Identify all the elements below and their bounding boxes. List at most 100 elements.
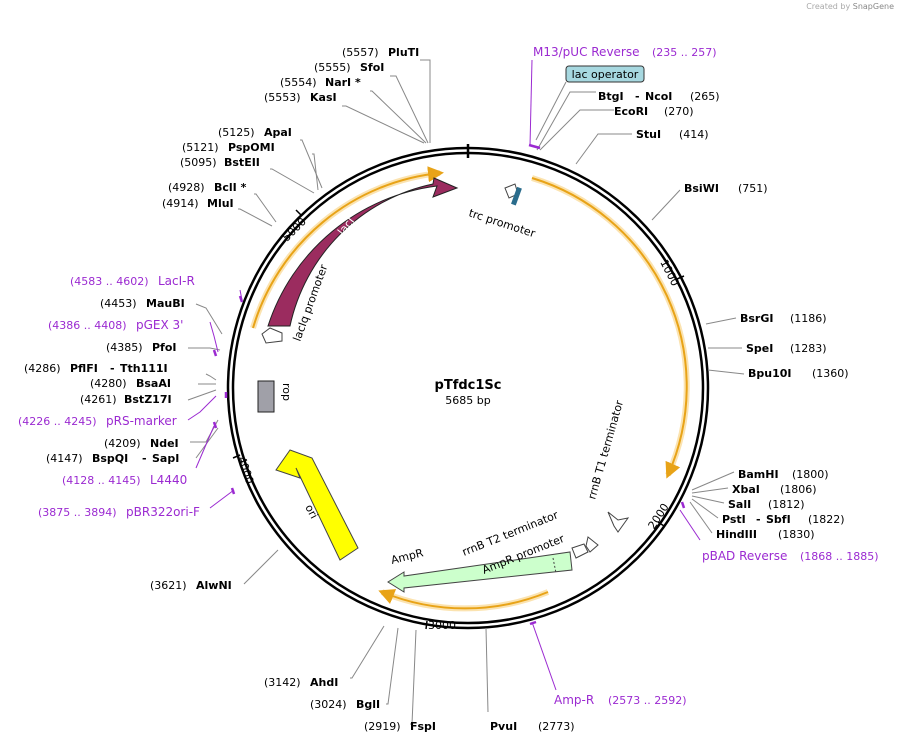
enzyme-maubi-name[interactable]: MauBI bbox=[146, 297, 185, 310]
primer-tick-pbad bbox=[680, 501, 686, 509]
enzyme-xbai-name[interactable]: XbaI bbox=[732, 483, 760, 496]
primer-pbr322-range: (3875 .. 3894) bbox=[38, 506, 117, 519]
enzyme-bamhi-name[interactable]: BamHI bbox=[738, 468, 779, 481]
enzyme-stui-pos: (414) bbox=[679, 128, 709, 141]
leader-bpu10i bbox=[707, 369, 745, 375]
tick-3000-mark bbox=[425, 620, 428, 630]
laciq-promoter-arrow bbox=[261, 327, 283, 344]
leader-psti bbox=[691, 498, 719, 519]
enzyme-pspomi-name[interactable]: PspOMI bbox=[228, 141, 275, 154]
enzyme-ncoi-name[interactable]: NcoI bbox=[645, 90, 672, 103]
primer-pbad-name[interactable]: pBAD Reverse bbox=[702, 549, 787, 563]
ampr-promoter-divider bbox=[552, 557, 557, 574]
rrnb-t1-label: rrnB T1 terminator bbox=[585, 398, 626, 500]
lac-operator-box[interactable] bbox=[565, 65, 645, 83]
leader-ndei bbox=[190, 419, 219, 443]
rop-feature[interactable] bbox=[257, 380, 275, 413]
leader-pluti bbox=[420, 59, 431, 143]
primer-leader-m13 bbox=[529, 59, 533, 147]
primer-laci-r-name[interactable]: LacI-R bbox=[158, 274, 195, 288]
enzyme-bsrgi-name[interactable]: BsrGI bbox=[740, 312, 773, 325]
enzyme-spei-name[interactable]: SpeI bbox=[746, 342, 773, 355]
enzyme-hindiii-name[interactable]: HindIII bbox=[716, 528, 757, 541]
enzyme-bgli-name[interactable]: BglI bbox=[356, 698, 380, 711]
enzyme-sfoi-name[interactable]: SfoI bbox=[360, 61, 384, 74]
ampr-label: AmpR bbox=[390, 546, 425, 567]
enzyme-xbai-pos: (1806) bbox=[780, 483, 817, 496]
primer-m13-name[interactable]: M13/pUC Reverse bbox=[533, 45, 640, 59]
enzyme-spei-pos: (1283) bbox=[790, 342, 827, 355]
enzyme-pflfi-name[interactable]: PflFI bbox=[70, 362, 98, 375]
enzyme-pluti-name[interactable]: PluTI bbox=[388, 46, 419, 59]
enzyme-bpu10i-name[interactable]: Bpu10I bbox=[748, 367, 792, 380]
laci-feature[interactable] bbox=[267, 177, 459, 327]
enzyme-bspqi-name[interactable]: BspQI bbox=[92, 452, 128, 465]
trc-promoter-label: trc promoter bbox=[467, 206, 537, 240]
enzyme-bcli-name[interactable]: BclI * bbox=[214, 181, 247, 194]
tick-4000-mark bbox=[232, 454, 241, 459]
enzyme-bstz17i-name[interactable]: BstZ17I bbox=[124, 393, 172, 406]
ori-label: ori bbox=[302, 502, 320, 521]
enzyme-pvui-name[interactable]: PvuI bbox=[490, 720, 517, 733]
leader-bsiwi bbox=[651, 189, 681, 221]
enzyme-ndei-name[interactable]: NdeI bbox=[150, 437, 179, 450]
leader-alwni bbox=[243, 549, 279, 585]
enzyme-pfoi-name[interactable]: PfoI bbox=[152, 341, 177, 354]
primer-leader-pbr322 bbox=[209, 489, 235, 509]
enzyme-btgi-pos: (265) bbox=[690, 90, 720, 103]
ampr-feature[interactable] bbox=[387, 551, 573, 593]
primer-pgex3-name[interactable]: pGEX 3' bbox=[136, 318, 183, 332]
primer-leader-pbad bbox=[679, 509, 701, 541]
tick-5000-mark bbox=[295, 209, 303, 217]
orf-arc-1 bbox=[531, 177, 688, 479]
orf-arc-2 bbox=[378, 589, 549, 610]
enzyme-nari-pos: (5554) bbox=[280, 76, 317, 89]
enzyme-tth111i-name[interactable]: Tth111I bbox=[120, 362, 168, 375]
primer-labels: M13/pUC Reverse (235 .. 257) (4583 .. 46… bbox=[18, 45, 879, 707]
enzyme-btgi-name[interactable]: BtgI bbox=[598, 90, 624, 103]
enzyme-bsaai-name[interactable]: BsaAI bbox=[136, 377, 171, 390]
tick-4000: 4000 bbox=[235, 455, 256, 486]
enzyme-psti-name[interactable]: PstI bbox=[722, 513, 746, 526]
ampr-promoter-arrow bbox=[571, 543, 589, 559]
enzyme-kasi-name[interactable]: KasI bbox=[310, 91, 337, 104]
enzyme-btgi-dash: - bbox=[635, 90, 640, 103]
enzyme-pflfi-pos: (4286) bbox=[24, 362, 61, 375]
orf-arcs bbox=[250, 166, 690, 612]
primer-prs-name[interactable]: pRS-marker bbox=[106, 414, 177, 428]
enzyme-stui-name[interactable]: StuI bbox=[636, 128, 661, 141]
enzyme-fspi-name[interactable]: FspI bbox=[410, 720, 436, 733]
leader-fspi bbox=[410, 629, 417, 725]
enzyme-pvui-pos: (2773) bbox=[538, 720, 575, 733]
enzyme-bsaai-pos: (4280) bbox=[90, 377, 127, 390]
plasmid-name: pTfdc1Sc bbox=[435, 378, 502, 393]
enzyme-bspqi-dash: - bbox=[142, 452, 147, 465]
enzyme-kasi-pos: (5553) bbox=[264, 91, 301, 104]
enzyme-ecori-name[interactable]: EcoRI bbox=[614, 105, 648, 118]
enzyme-mlui-name[interactable]: MluI bbox=[207, 197, 234, 210]
primer-l4440-name[interactable]: L4440 bbox=[150, 473, 187, 487]
leader-pfoi bbox=[188, 347, 221, 351]
ori-feature[interactable] bbox=[275, 449, 359, 561]
leader-bsrgi bbox=[705, 317, 737, 325]
enzyme-sapi-name[interactable]: SapI bbox=[152, 452, 179, 465]
enzyme-nari-name[interactable]: NarI * bbox=[325, 76, 361, 89]
primer-tick-ampr bbox=[529, 620, 537, 626]
enzyme-apai-name[interactable]: ApaI bbox=[264, 126, 292, 139]
leader-btgi bbox=[536, 91, 596, 151]
enzyme-sali-name[interactable]: SalI bbox=[728, 498, 751, 511]
enzyme-bsiwi-pos: (751) bbox=[738, 182, 768, 195]
leader-lines bbox=[187, 59, 745, 725]
primer-ampr-name[interactable]: Amp-R bbox=[554, 693, 594, 707]
enzyme-alwni-pos: (3621) bbox=[150, 579, 187, 592]
enzyme-alwni-name[interactable]: AlwNI bbox=[196, 579, 232, 592]
enzyme-psti-pos: (1822) bbox=[808, 513, 845, 526]
enzyme-sbfi-name[interactable]: SbfI bbox=[766, 513, 791, 526]
leader-bstz17i bbox=[187, 389, 217, 401]
enzyme-bsteii-name[interactable]: BstEII bbox=[224, 156, 260, 169]
enzyme-bsiwi-name[interactable]: BsiWI bbox=[684, 182, 719, 195]
leader-hindiii bbox=[689, 501, 713, 534]
enzyme-ahdi-name[interactable]: AhdI bbox=[310, 676, 338, 689]
primer-pbr322-name[interactable]: pBR322ori-F bbox=[126, 505, 200, 519]
